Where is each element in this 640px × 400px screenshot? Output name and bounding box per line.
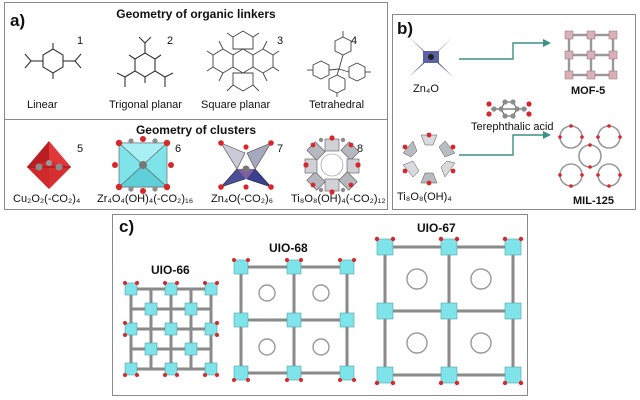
- copper-paddlewheel-cluster: [27, 141, 71, 189]
- cluster-6-number: 6: [175, 143, 182, 155]
- titanium-oxo-ring-cluster: [303, 135, 361, 195]
- panel-c-label: c): [119, 217, 135, 236]
- panel-a-label: a): [10, 11, 26, 30]
- clusters-title: Geometry of clusters: [135, 123, 257, 137]
- uio66-framework-image: [123, 281, 219, 377]
- panel-c: c) UIO-66 UIO-68: [112, 214, 528, 396]
- cluster-7-number: 7: [277, 143, 284, 155]
- mil125-framework-image: [558, 124, 622, 188]
- zinc-oxo-cluster: [218, 140, 274, 190]
- uio68-label: UIO-68: [269, 241, 308, 255]
- linear-linker-structure: [24, 43, 82, 79]
- cluster-8-caption: Ti₈O₈(OH)₄(-CO₂)₁₂: [291, 193, 386, 205]
- uio67-label: UIO-67: [417, 221, 456, 235]
- linker-1-number: 1: [77, 35, 84, 47]
- linker-4-number: 4: [351, 35, 358, 47]
- linker-3-number: 3: [277, 35, 284, 47]
- zirconium-oxo-cluster: [112, 136, 174, 194]
- cluster-7-caption: Zn₄O(-CO₂)₆: [211, 193, 274, 205]
- mof5-framework-image: [564, 30, 618, 80]
- mof5-label: MOF-5: [571, 85, 606, 97]
- linker-3-caption: Square planar: [201, 99, 271, 111]
- trigonal-linker-structure: [116, 36, 174, 87]
- panel-b: b) Zn₄O Ti₈O₈(OH)₄ Terephthalic acid: [392, 14, 636, 210]
- panel-a-divider: [5, 119, 387, 120]
- zn4o-label: Zn₄O: [413, 83, 439, 95]
- panel-b-label: b): [397, 19, 414, 38]
- synthesis-arrows: [459, 39, 551, 156]
- terephthalic-acid-molecule: [486, 99, 532, 119]
- linker-4-caption: Tetrahedral: [309, 99, 365, 111]
- uio66-label: UIO-66: [151, 263, 190, 277]
- linker-2-caption: Trigonal planar: [109, 99, 182, 111]
- linker-2-number: 2: [167, 35, 174, 47]
- linker-1-caption: Linear: [27, 99, 58, 111]
- ti-cluster-label: Ti₈O₈(OH)₄: [397, 191, 452, 203]
- cluster-6-caption: Zr₄O₄(OH)₄(-CO₂)₁₆: [97, 193, 194, 205]
- uio68-framework-image: [232, 258, 356, 382]
- square-planar-linker-structure: [206, 30, 280, 92]
- mil125-label: MIL-125: [573, 195, 614, 207]
- cluster-5-caption: Cu₂O₂(-CO₂)₄: [13, 193, 81, 205]
- terephthalic-acid-label: Terephthalic acid: [471, 121, 554, 133]
- uio67-framework-image: [374, 236, 524, 386]
- cluster-8-number: 8: [357, 143, 364, 155]
- cluster-5-number: 5: [77, 143, 84, 155]
- panel-a: a) Geometry of organic linkers 1 Linear …: [4, 2, 388, 210]
- ti-cluster-image: [402, 132, 456, 186]
- linkers-title: Geometry of organic linkers: [116, 7, 276, 21]
- tetrahedral-linker-structure: [307, 31, 371, 97]
- zn4o-cluster-image: [409, 37, 453, 77]
